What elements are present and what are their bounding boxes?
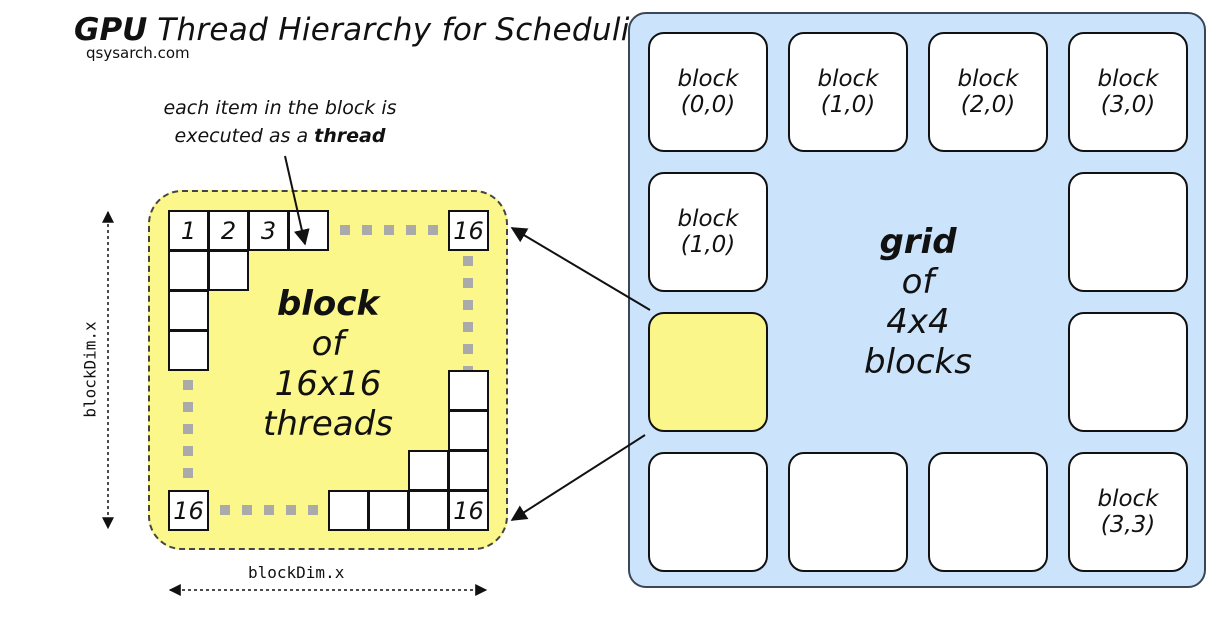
grid-block: block(3,3)	[1068, 452, 1188, 572]
block-index: (0,0)	[680, 92, 736, 118]
thread-cell: 16	[168, 490, 209, 531]
block-label: block of 16x16 threads	[238, 284, 418, 444]
block-label-of: of	[311, 324, 345, 364]
thread-cell	[168, 290, 209, 331]
thread-cell: 1	[168, 210, 209, 251]
block-index: (1,0)	[820, 92, 876, 118]
annotation-line1: each item in the block is	[163, 97, 397, 119]
thread-cell	[368, 490, 409, 531]
grid-block	[928, 452, 1048, 572]
dotted-continuation-lines	[183, 225, 473, 515]
block-dim-horizontal-label: blockDim.x	[248, 563, 345, 582]
thread-cell	[168, 330, 209, 371]
grid-label-bold: grid	[879, 222, 957, 262]
grid-label: grid of 4x4 blocks	[818, 222, 1018, 382]
block-label: block	[1097, 66, 1159, 92]
grid-block: block(3,0)	[1068, 32, 1188, 152]
grid-block: block(0,0)	[648, 32, 768, 152]
grid-block	[648, 452, 768, 572]
thread-cell: 16	[448, 210, 489, 251]
block-label-dims: 16x16	[274, 364, 382, 404]
grid-label-unit: blocks	[864, 342, 972, 382]
block-index: (3,0)	[1100, 92, 1156, 118]
grid-label-of: of	[901, 262, 935, 302]
block-label-bold: block	[276, 284, 380, 324]
annotation-arrow	[284, 155, 310, 246]
diagram-title: GPU Thread Hierarchy for Scheduling	[74, 12, 670, 48]
thread-cell: 3	[248, 210, 289, 251]
title-bold: GPU	[74, 12, 148, 48]
block-label-unit: threads	[263, 404, 393, 444]
grid-block: block(2,0)	[928, 32, 1048, 152]
annotation-line2: executed as a	[174, 125, 309, 147]
thread-cell: 16	[448, 490, 489, 531]
block-label: block	[817, 66, 879, 92]
thread-annotation: each item in the block is executed as a …	[140, 94, 420, 150]
arrow-to-top-right	[510, 227, 651, 311]
thread-cell	[208, 250, 249, 291]
grid-label-dims: 4x4	[886, 302, 950, 342]
grid-block	[788, 452, 908, 572]
block-label: block	[677, 206, 739, 232]
block-index: (2,0)	[960, 92, 1016, 118]
highlighted-grid-block	[648, 312, 768, 432]
block-label: block	[957, 66, 1019, 92]
annotation-bold: thread	[314, 125, 386, 147]
source-label: qsysarch.com	[86, 44, 190, 62]
block-label: block	[1097, 486, 1159, 512]
thread-cell: 2	[208, 210, 249, 251]
grid-block	[1068, 312, 1188, 432]
grid-block	[1068, 172, 1188, 292]
block-label: block	[677, 66, 739, 92]
arrow-to-bottom-right	[510, 434, 646, 521]
block-index: (1,0)	[680, 232, 736, 258]
grid-block: block(1,0)	[788, 32, 908, 152]
grid-block: block(1,0)	[648, 172, 768, 292]
block-index: (3,3)	[1100, 512, 1156, 538]
title-rest: Thread Hierarchy for Scheduling	[157, 12, 670, 48]
thread-cell	[448, 370, 489, 411]
